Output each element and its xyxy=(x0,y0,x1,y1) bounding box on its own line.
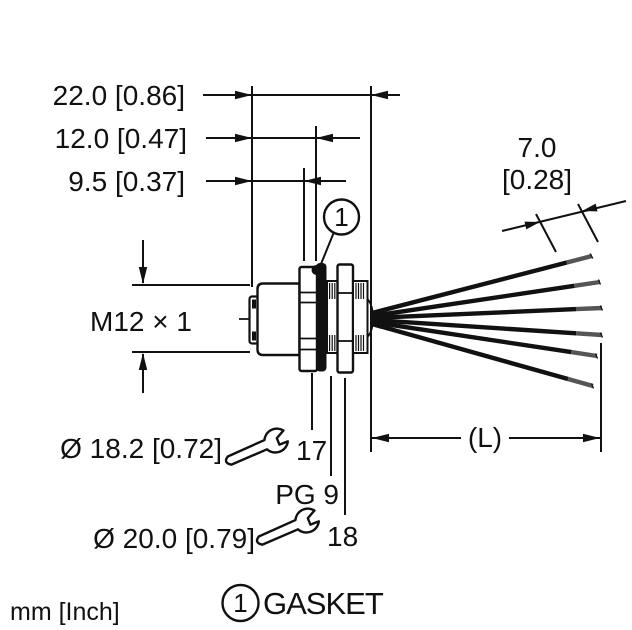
extension-lines xyxy=(251,86,602,452)
wrench-17-size: 17 xyxy=(296,435,327,466)
wire-3 xyxy=(371,306,577,321)
arrowhead xyxy=(582,203,598,212)
dim-12-label: 12.0 [0.47] xyxy=(55,123,187,154)
dim-22-label: 22.0 [0.86] xyxy=(53,80,185,111)
balloon-1-number: 1 xyxy=(334,202,348,232)
front-face-rib-bottom xyxy=(252,331,256,341)
rear-mounting-nut xyxy=(336,263,355,374)
thread-spec-label: M12 × 1 xyxy=(90,306,192,337)
wire-4 xyxy=(371,317,577,336)
wrench-18-icon xyxy=(255,507,321,546)
leader-line xyxy=(320,231,335,265)
wire-tip-caps xyxy=(589,253,604,389)
bottom-leader-lines xyxy=(311,373,346,515)
legend-gasket-label: GASKET xyxy=(263,586,384,621)
knurl-hatch xyxy=(355,283,365,351)
wire-5 xyxy=(371,319,572,355)
dimension-cable-length: (L) xyxy=(372,422,600,453)
stripped-wire-tips xyxy=(566,253,603,389)
front-hex-nut xyxy=(298,265,319,373)
strip-length-mm-label: 7.0 xyxy=(518,132,557,163)
front-face-rib-top xyxy=(252,299,256,309)
gland-thread-label: PG 9 xyxy=(275,479,339,510)
wire-1 xyxy=(371,260,568,316)
arrowhead xyxy=(235,176,252,186)
legend: mm [Inch] 1 GASKET xyxy=(10,583,385,626)
wire-bundle xyxy=(371,253,604,389)
legend-balloon-circle xyxy=(221,583,260,623)
legend-balloon-number: 1 xyxy=(233,588,247,618)
wire-6 xyxy=(371,321,569,382)
wires xyxy=(371,260,577,382)
wrench-18-size: 18 xyxy=(327,521,358,552)
gasket-lip xyxy=(311,265,322,275)
cable-length-label: (L) xyxy=(468,422,502,453)
arrowhead xyxy=(371,90,388,100)
arrowhead xyxy=(524,221,540,230)
arrowhead xyxy=(304,176,321,186)
dim-tick xyxy=(577,203,599,243)
balloon-callout-1: 1 xyxy=(320,198,361,265)
connector-assembly xyxy=(239,263,374,374)
strip-length-inch-label: [0.28] xyxy=(502,164,572,195)
arrowhead xyxy=(235,90,252,100)
dimension-m12: M12 × 1 xyxy=(90,240,250,393)
rear-knurl-ring xyxy=(352,280,369,354)
dim-tick xyxy=(535,213,557,253)
wire-2 xyxy=(371,283,575,319)
arrowhead xyxy=(372,433,389,443)
balloon-circle xyxy=(322,198,361,236)
dim-9-5-label: 9.5 [0.37] xyxy=(68,166,185,197)
arrowhead xyxy=(583,433,600,443)
knurl-hatch xyxy=(329,283,336,351)
dimension-12: 12.0 [0.47] xyxy=(55,123,360,154)
arrowhead xyxy=(316,133,333,143)
dimension-strip-length: 7.0 [0.28] xyxy=(501,132,627,253)
arrowhead xyxy=(235,133,252,143)
body-dia-label: Ø 20.0 [0.79] xyxy=(93,523,255,554)
connector-body xyxy=(256,282,301,357)
dim-shaft xyxy=(501,200,627,232)
flange-dia-label: Ø 18.2 [0.72] xyxy=(60,433,222,464)
arrowhead xyxy=(138,267,148,284)
units-label: mm [Inch] xyxy=(10,598,120,626)
dimension-22: 22.0 [0.86] xyxy=(53,80,400,111)
gasket xyxy=(316,263,327,372)
arrowhead xyxy=(138,353,148,370)
wrench-17-icon xyxy=(224,427,290,466)
dimension-9-5: 9.5 [0.37] xyxy=(68,166,346,197)
